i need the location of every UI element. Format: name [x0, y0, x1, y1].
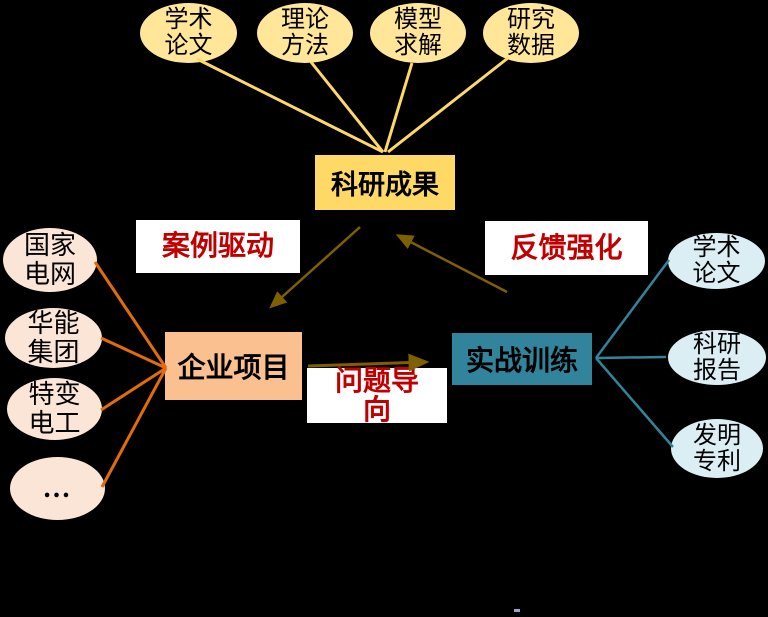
- ellipse-label: 发明 专利: [693, 422, 741, 475]
- ellipse-label: 特变 电工: [28, 380, 81, 438]
- connector-right-reports: [595, 355, 667, 360]
- ellipse-label: 国家 电网: [23, 231, 76, 289]
- label-feedback-reinforcement: 反馈强化: [485, 221, 648, 275]
- ellipse-tbea: 特变 电工: [7, 378, 102, 440]
- label-case-driven: 案例驱动: [136, 220, 300, 273]
- ellipse-academic-papers-top: 学术 论文: [140, 3, 237, 63]
- ellipse-research-data: 研究 数据: [483, 3, 579, 63]
- ellipse-huaneng-group: 华能 集团: [5, 308, 102, 368]
- ellipse-label: 模型 求解: [394, 7, 442, 59]
- ellipse-more-companies: …: [10, 457, 105, 520]
- flow-label-text: 案例驱动: [161, 231, 274, 262]
- connector-top-data: [387, 56, 509, 154]
- ellipse-label: 学术 论文: [692, 235, 741, 287]
- stray-pixel-artifact: [514, 609, 520, 612]
- ellipse-label: 学术 论文: [164, 7, 213, 59]
- node-research-outcomes: 科研成果: [315, 155, 455, 210]
- ellipse-label: …: [42, 473, 73, 504]
- node-practical-training: 实战训练: [452, 333, 592, 385]
- node-label: 企业项目: [177, 353, 290, 384]
- node-label: 实战训练: [465, 346, 578, 377]
- connector-top-theory: [309, 61, 385, 153]
- ellipse-invention-patents: 发明 专利: [671, 419, 763, 478]
- connector-top-papers: [196, 57, 384, 154]
- ellipse-research-reports: 科研 报告: [668, 330, 766, 385]
- connector-right-patents: [595, 357, 674, 448]
- ellipse-theory-methods: 理论 方法: [257, 3, 353, 63]
- ellipse-state-grid: 国家 电网: [3, 228, 97, 292]
- connector-left-state-grid: [93, 261, 168, 369]
- connector-left-huaneng: [100, 336, 167, 370]
- ellipse-label: 科研 报告: [693, 331, 741, 384]
- connector-left-tbea: [100, 366, 167, 412]
- label-problem-oriented: 问题导 向: [307, 365, 447, 426]
- ellipse-label: 理论 方法: [281, 7, 329, 59]
- ellipse-academic-papers-right: 学术 论文: [668, 233, 765, 289]
- node-label: 科研成果: [331, 170, 439, 200]
- flow-label-text: 问题导 向: [334, 365, 419, 426]
- connector-top-model: [383, 62, 414, 153]
- ellipse-label: 研究 数据: [507, 7, 555, 59]
- flow-label-text: 反馈强化: [510, 232, 623, 264]
- connector-left-more: [100, 367, 168, 488]
- ellipse-label: 华能 集团: [27, 309, 80, 367]
- ellipse-model-solving: 模型 求解: [370, 3, 466, 63]
- node-enterprise-projects: 企业项目: [165, 332, 302, 400]
